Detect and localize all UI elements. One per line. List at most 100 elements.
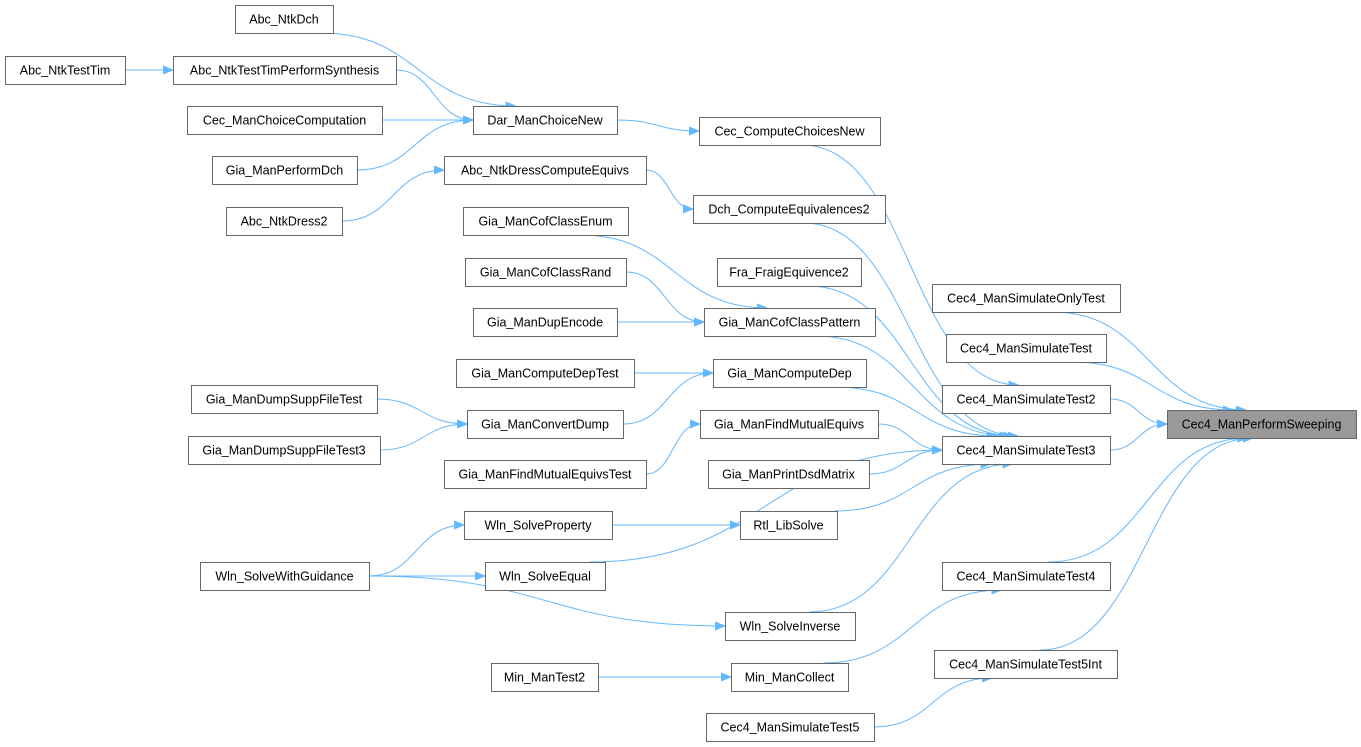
node-box	[942, 436, 1111, 465]
node-label: Gia_ManDumpSuppFileTest3	[202, 444, 365, 458]
node-gia-mancomputedep[interactable]: Gia_ManComputeDep	[713, 359, 867, 388]
node-box	[932, 284, 1121, 313]
node-box	[740, 511, 838, 540]
node-label: Cec_ManChoiceComputation	[203, 114, 366, 128]
node-cec4-mansimulatetest3[interactable]: Cec4_ManSimulateTest3	[942, 436, 1111, 465]
node-dar-manchoicenew[interactable]: Dar_ManChoiceNew	[473, 106, 618, 135]
node-cec4-manperformsweeping[interactable]: Cec4_ManPerformSweeping	[1167, 410, 1357, 439]
node-fra-fraigequivence2[interactable]: Fra_FraigEquivence2	[717, 258, 862, 287]
node-dch-computeequivalences2[interactable]: Dch_ComputeEquivalences2	[693, 195, 886, 224]
node-label: Fra_FraigEquivence2	[729, 266, 849, 280]
node-gia-manprintdsdmatrix[interactable]: Gia_ManPrintDsdMatrix	[708, 460, 870, 489]
node-label: Cec_ComputeChoicesNew	[714, 125, 865, 139]
edge-dch-computeequivalences2-to-cec4-mansimulatetest3	[803, 222, 1018, 436]
edge-cec4-mansimulatetest3-to-cec4-manperformsweeping	[1109, 424, 1167, 451]
node-cec4-mansimulatetest5[interactable]: Cec4_ManSimulateTest5	[706, 713, 875, 742]
node-box	[444, 460, 647, 489]
node-cec4-mansimulatetest2[interactable]: Cec4_ManSimulateTest2	[942, 385, 1111, 414]
node-box	[5, 56, 126, 85]
node-label: Min_ManTest2	[504, 671, 585, 685]
edge-cec4-mansimulatetest5-to-cec4-mansimulatetest5int	[873, 678, 992, 728]
node-label: Wln_SolveWithGuidance	[215, 570, 353, 584]
node-label: Gia_ManPrintDsdMatrix	[722, 468, 855, 482]
node-wln-solveinverse[interactable]: Wln_SolveInverse	[725, 612, 856, 641]
node-label: Gia_ManConvertDump	[481, 418, 609, 432]
node-cec4-mansimulateonlytest[interactable]: Cec4_ManSimulateOnlyTest	[932, 284, 1121, 313]
edge-wln-solveinverse-to-cec4-mansimulatetest3	[809, 464, 1012, 613]
node-wln-solvewithguidance[interactable]: Wln_SolveWithGuidance	[200, 562, 370, 591]
node-box	[444, 156, 647, 185]
node-min-mantest2[interactable]: Min_ManTest2	[491, 663, 599, 692]
node-abc-ntktesttimperformsynthesis[interactable]: Abc_NtkTestTimPerformSynthesis	[173, 56, 397, 85]
node-box	[191, 385, 378, 414]
node-min-mancollect[interactable]: Min_ManCollect	[731, 663, 849, 692]
node-box	[465, 258, 627, 287]
edge-rtl-libsolve-to-cec4-mansimulatetest3	[834, 464, 991, 512]
node-label: Gia_ManComputeDepTest	[471, 367, 619, 381]
node-box	[212, 156, 358, 185]
node-label: Abc_NtkTestTim	[20, 64, 111, 78]
node-wln-solveequal[interactable]: Wln_SolveEqual	[485, 562, 606, 591]
node-label: Wln_SolveInverse	[740, 620, 841, 634]
node-label: Cec4_ManSimulateTest4	[957, 570, 1096, 584]
node-label: Gia_ManDumpSuppFileTest	[206, 393, 363, 407]
node-gia-mancofclassrand[interactable]: Gia_ManCofClassRand	[465, 258, 627, 287]
node-label: Gia_ManComputeDep	[727, 367, 851, 381]
node-gia-manperformdch[interactable]: Gia_ManPerformDch	[212, 156, 358, 185]
node-abc-ntkdch[interactable]: Abc_NtkDch	[235, 5, 334, 34]
node-label: Gia_ManCofClassEnum	[478, 215, 612, 229]
node-label: Gia_ManCofClassPattern	[719, 316, 861, 330]
edge-fra-fraigequivence2-to-cec4-mansimulatetest3	[808, 285, 1013, 436]
node-box	[725, 612, 856, 641]
node-gia-mancofclassenum[interactable]: Gia_ManCofClassEnum	[463, 207, 629, 236]
node-wln-solveproperty[interactable]: Wln_SolveProperty	[464, 511, 613, 540]
edge-abc-ntkdch-to-dar-manchoicenew	[321, 32, 515, 106]
node-box	[934, 650, 1118, 679]
edge-min-mancollect-to-cec4-mansimulatetest4	[823, 590, 1002, 664]
node-cec4-mansimulatetest5int[interactable]: Cec4_ManSimulateTest5Int	[934, 650, 1118, 679]
node-label: Gia_ManDupEncode	[487, 316, 603, 330]
node-gia-mancomputedeptest[interactable]: Gia_ManComputeDepTest	[456, 359, 635, 388]
node-gia-manfindmutualequivs[interactable]: Gia_ManFindMutualEquivs	[700, 410, 879, 439]
edge-wln-solveequal-to-cec4-mansimulatetest3	[589, 450, 942, 563]
node-gia-manconvertdump[interactable]: Gia_ManConvertDump	[467, 410, 624, 439]
node-label: Min_ManCollect	[745, 671, 835, 685]
node-label: Gia_ManFindMutualEquivs	[714, 418, 864, 432]
edge-abc-ntkdresscomputeequivs-to-dch-computeequivalences2	[645, 169, 694, 209]
node-cec-manchoicecomputation[interactable]: Cec_ManChoiceComputation	[187, 106, 383, 135]
node-label: Abc_NtkTestTimPerformSynthesis	[190, 64, 379, 78]
node-gia-mandupencode[interactable]: Gia_ManDupEncode	[473, 308, 618, 337]
node-gia-mandumpsuppfiletest3[interactable]: Gia_ManDumpSuppFileTest3	[188, 436, 381, 465]
node-label: Dch_ComputeEquivalences2	[708, 203, 869, 217]
node-gia-mancofclasspattern[interactable]: Gia_ManCofClassPattern	[704, 308, 876, 337]
node-abc-ntkdress2[interactable]: Abc_NtkDress2	[226, 207, 343, 236]
node-label: Cec4_ManSimulateOnlyTest	[947, 292, 1105, 306]
node-gia-manfindmutualequivstest[interactable]: Gia_ManFindMutualEquivsTest	[444, 460, 647, 489]
node-box	[464, 511, 613, 540]
node-box	[713, 359, 867, 388]
node-box	[235, 5, 334, 34]
node-cec4-mansimulatetest4[interactable]: Cec4_ManSimulateTest4	[942, 562, 1111, 591]
node-abc-ntktesttim[interactable]: Abc_NtkTestTim	[5, 56, 126, 85]
node-box	[456, 359, 635, 388]
node-box	[188, 436, 381, 465]
node-box	[173, 56, 397, 85]
node-cec-computechoicesnew[interactable]: Cec_ComputeChoicesNew	[699, 117, 881, 146]
node-box	[473, 308, 618, 337]
node-label: Rtl_LibSolve	[753, 519, 823, 533]
node-cec4-mansimulatetest[interactable]: Cec4_ManSimulateTest	[946, 334, 1107, 363]
node-gia-mandumpsuppfiletest[interactable]: Gia_ManDumpSuppFileTest	[191, 385, 378, 414]
node-box	[485, 562, 606, 591]
node-label: Cec4_ManPerformSweeping	[1182, 418, 1342, 432]
edge-abc-ntkdress2-to-abc-ntkdresscomputeequivs	[341, 170, 444, 222]
node-box	[226, 207, 343, 236]
node-label: Abc_NtkDch	[249, 13, 319, 27]
node-label: Gia_ManFindMutualEquivsTest	[459, 468, 633, 482]
node-abc-ntkdresscomputeequivs[interactable]: Abc_NtkDressComputeEquivs	[444, 156, 647, 185]
edge-cec4-mansimulatetest2-to-cec4-manperformsweeping	[1109, 398, 1167, 424]
node-box	[693, 195, 886, 224]
node-box	[463, 207, 629, 236]
node-box	[473, 106, 618, 135]
node-rtl-libsolve[interactable]: Rtl_LibSolve	[740, 511, 838, 540]
